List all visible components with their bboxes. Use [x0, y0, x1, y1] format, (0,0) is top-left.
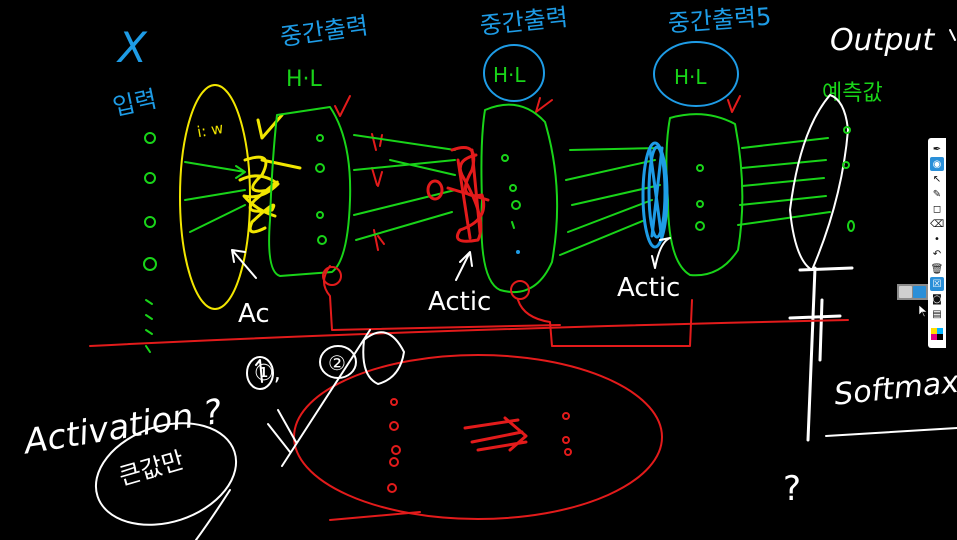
hidden2-blue-dot	[516, 250, 520, 254]
shape-icon[interactable]: ◻	[932, 203, 942, 215]
big-value-circle	[94, 422, 238, 526]
hidden3-to-out-arrows	[737, 137, 831, 226]
step-2-label: ②	[328, 351, 346, 375]
camera-icon[interactable]: ◙	[932, 293, 942, 305]
color-swatch[interactable]	[931, 334, 937, 340]
softmax-label: Softmax	[832, 365, 957, 413]
trash-icon[interactable]: 🗑	[930, 263, 944, 275]
hidden1-red-marks	[322, 265, 561, 331]
predicted-label: 예측값	[822, 81, 883, 106]
select-arrow-icon[interactable]: ↖	[932, 173, 942, 185]
hidden3-nodes	[695, 164, 705, 231]
eraser-icon[interactable]: ⌫	[929, 218, 945, 230]
red-underline	[329, 511, 421, 521]
hidden3-check	[727, 95, 741, 113]
activation-question-label: Activation ?	[19, 392, 224, 463]
blackboard-mode-icon[interactable]	[913, 286, 926, 298]
hidden3-box	[665, 113, 744, 277]
big-value-tail	[195, 489, 231, 540]
hidden3-title: 중간출력5	[667, 2, 772, 37]
x-label: X	[116, 23, 148, 72]
hidden2-box	[480, 103, 559, 294]
in-weight-label: i: w	[196, 119, 225, 141]
hl3-circle	[653, 41, 739, 107]
input-ellipse	[179, 84, 251, 310]
undo-icon[interactable]: ↶	[932, 248, 942, 260]
activation-c-arrow	[651, 237, 671, 269]
input-arrows	[184, 161, 246, 233]
annotation-toolbar: ✒ ◉ ↖ ✎ ◻ ⌫ • ↶ 🗑 ☒ ◙ ▤	[928, 138, 946, 348]
hidden2-check	[535, 97, 553, 113]
blue-scribble	[641, 141, 669, 249]
hidden1-to-2-red-w	[371, 133, 385, 251]
red-scribble	[426, 146, 490, 243]
red-detail-ellipse	[293, 354, 663, 520]
activation-a-label: Ac	[238, 299, 270, 329]
step-1-label: ①,	[254, 361, 281, 386]
output-leaf	[789, 94, 849, 271]
whiteboard-mode-icon[interactable]	[899, 286, 912, 298]
hidden2-to-3-arrows	[559, 147, 661, 256]
hidden2-nodes	[501, 154, 521, 229]
activation-b-label: Actic	[428, 287, 491, 317]
hidden1-nodes	[315, 134, 327, 245]
hl1-label: H·L	[286, 67, 323, 92]
hl2-label: H·L	[493, 63, 526, 87]
output-nodes	[842, 126, 855, 232]
hidden1-to-2-arrows	[353, 134, 456, 241]
annotation-subbar	[897, 284, 928, 300]
pen-tip-icon[interactable]: ✒	[932, 143, 942, 155]
question-mark-label: ?	[783, 469, 801, 509]
mouse-cursor-icon	[919, 305, 927, 317]
activation-c-label: Actic	[617, 273, 680, 303]
clipboard-icon[interactable]: ▤	[932, 308, 942, 320]
hidden1-title: 중간출력	[278, 11, 369, 51]
activation-b-arrow	[455, 251, 473, 281]
clear-board-icon[interactable]: ☒	[930, 277, 944, 291]
dot-icon[interactable]: •	[934, 233, 940, 245]
red-divider	[89, 319, 849, 347]
color-swatch[interactable]	[937, 334, 943, 340]
red-detail-nodes	[387, 398, 401, 493]
hl2-circle	[483, 44, 545, 102]
step-marks	[246, 329, 405, 467]
input-nodes	[143, 132, 157, 353]
hidden2-red-marks	[510, 280, 693, 347]
hidden1-check	[334, 95, 351, 117]
input-label: 입력	[110, 85, 159, 122]
hl3-label: H·L	[674, 65, 707, 89]
color-swatch[interactable]	[931, 328, 937, 334]
red-detail-arrows	[463, 416, 528, 452]
softmax-bar	[788, 266, 854, 442]
output-label: Output	[830, 23, 935, 58]
softmax-underline	[825, 427, 957, 437]
hidden2-title: 중간출력	[478, 3, 569, 40]
hidden1-box	[268, 106, 352, 277]
color-swatch[interactable]	[937, 328, 943, 334]
big-value-label: 큰값만	[116, 446, 187, 491]
activation-a-arrow	[231, 249, 257, 279]
output-pointer	[949, 29, 956, 41]
red-detail-out-nodes	[562, 412, 572, 456]
eye-icon[interactable]: ◉	[930, 157, 944, 171]
pencil-icon[interactable]: ✎	[932, 188, 942, 200]
